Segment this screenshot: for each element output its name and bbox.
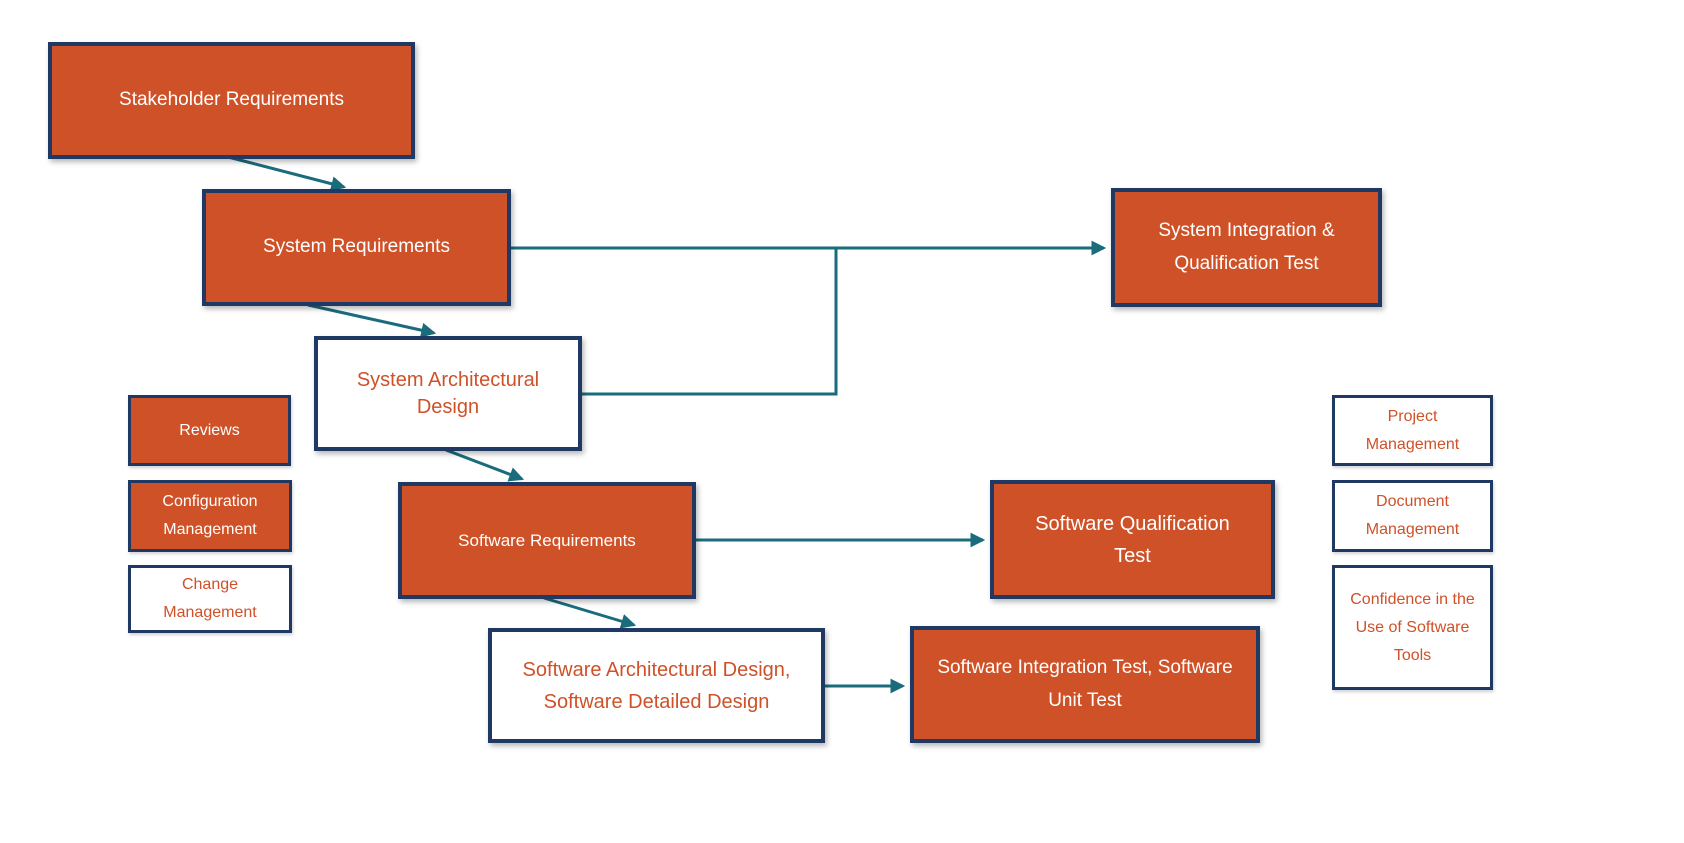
label-software-architectural-detailed-design: Software Architectural Design, Software … [522,658,791,713]
arrow-stakeholder-to-system-requirements [227,155,347,192]
label-system-integration-qualification-test: System Integration & Qualification Test [1158,220,1335,274]
node-change-management: Change Management [128,565,292,633]
arrow-software-requirements-to-software-architectural-design [543,596,637,629]
label-configuration-management: Configuration Management [162,493,258,538]
node-project-management: Project Management [1332,395,1493,466]
node-reviews: Reviews [128,395,291,466]
node-system-integration-qualification-test: System Integration & Qualification Test [1111,188,1382,307]
label-confidence-in-the-use-of-software-tools: Confidence in the Use of Software Tools [1350,590,1475,664]
node-software-requirements: Software Requirements [398,482,696,599]
label-system-architectural-design: System Architectural Design [356,368,540,418]
node-stakeholder-requirements: Stakeholder Requirements [48,42,415,159]
label-software-qualification-test: Software Qualification Test [1035,512,1230,567]
label-system-requirements: System Requirements [263,236,450,258]
label-reviews: Reviews [179,421,240,439]
label-software-integration-unit-test: Software Integration Test, Software Unit… [937,657,1233,711]
node-confidence-in-the-use-of-software-tools: Confidence in the Use of Software Tools [1332,565,1493,690]
label-software-requirements: Software Requirements [458,530,636,550]
arrow-system-architectural-design-to-software-requirements [445,448,525,482]
label-project-management: Project Management [1365,407,1460,453]
node-software-integration-unit-test: Software Integration Test, Software Unit… [910,626,1260,743]
label-document-management: Document Management [1365,493,1460,538]
node-system-architectural-design: System Architectural Design [314,336,582,451]
node-software-qualification-test: Software Qualification Test [990,480,1275,599]
node-system-requirements: System Requirements [202,189,511,306]
connector-system-architectural-design-to-main-line [582,249,838,396]
node-configuration-management: Configuration Management [128,480,292,552]
arrow-system-requirements-to-system-architectural-design [307,303,437,338]
label-change-management: Change Management [163,576,257,621]
node-software-architectural-detailed-design: Software Architectural Design, Software … [488,628,825,743]
label-stakeholder-requirements: Stakeholder Requirements [119,89,344,111]
node-document-management: Document Management [1332,480,1493,552]
